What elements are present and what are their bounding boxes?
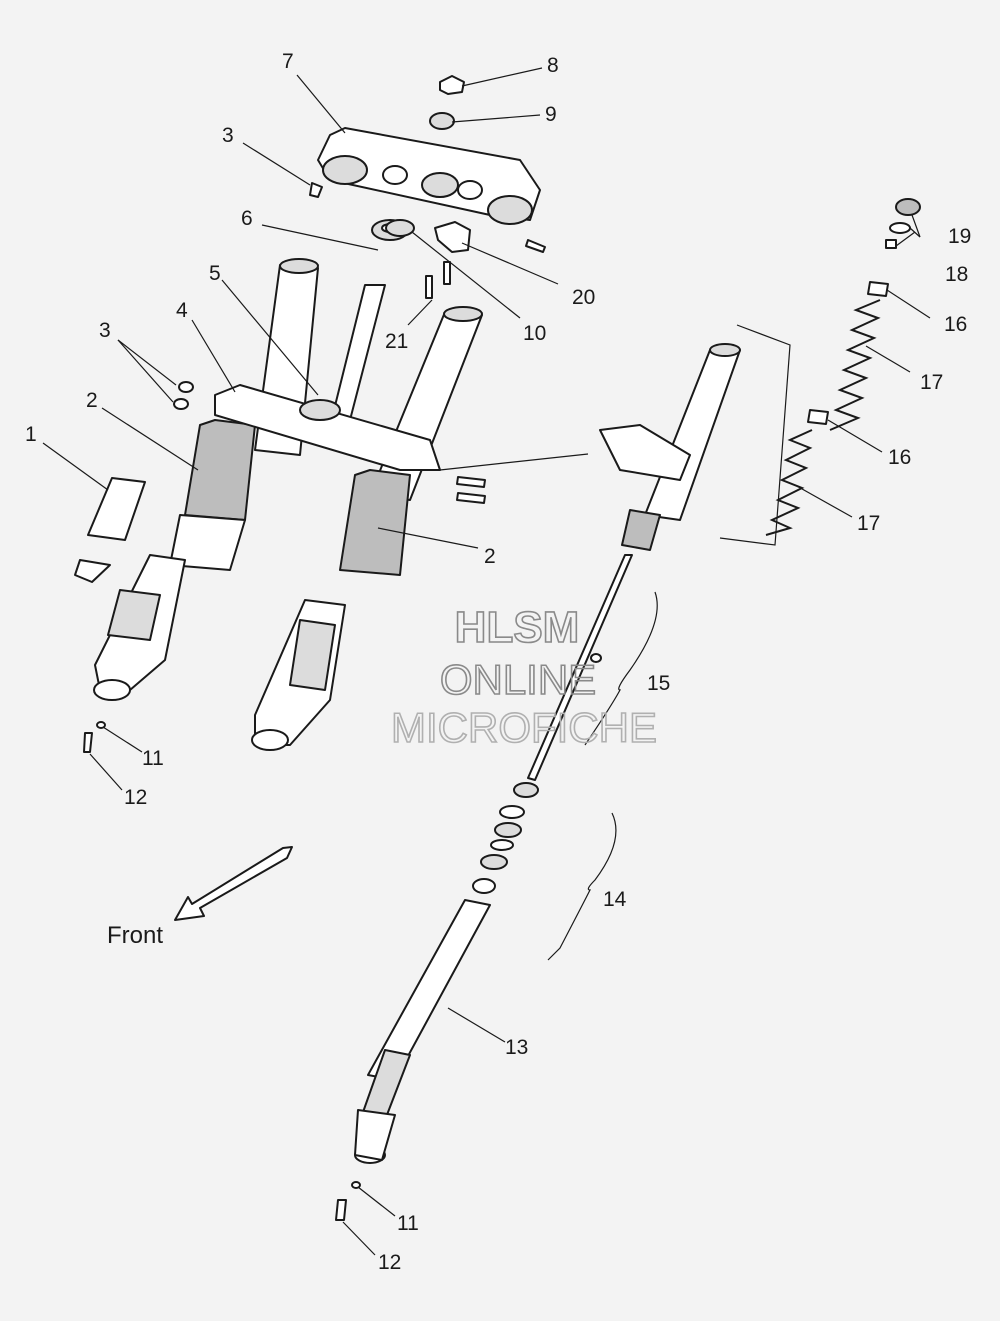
- seal-kit-14: [472, 782, 539, 894]
- exploded-fork-tube: [599, 343, 741, 551]
- bolts-3-left: [173, 381, 194, 410]
- callout-3-left: 3: [99, 319, 111, 342]
- reflector-1: [74, 477, 146, 583]
- callout-21: 21: [385, 330, 408, 353]
- front-arrow-icon: [174, 846, 293, 921]
- callout-labels: 1 2 2 3 3 4 5 6 7 8 9 10 11 11 12 12 13 …: [25, 50, 971, 1274]
- bolt-3-top: [309, 182, 323, 198]
- spring-17-lower: [765, 429, 813, 536]
- spacer-16-upper: [867, 281, 889, 297]
- callout-10: 10: [523, 322, 546, 345]
- callout-2-left: 2: [86, 389, 98, 412]
- brace-15: [584, 591, 658, 746]
- callout-20: 20: [572, 286, 595, 309]
- callout-16-upper: 16: [944, 313, 967, 336]
- spacer-16-lower: [807, 409, 829, 425]
- spring-17-upper: [829, 299, 881, 431]
- washer-9: [429, 112, 455, 130]
- callout-2-right: 2: [484, 545, 496, 568]
- callout-8: 8: [547, 54, 559, 77]
- callout-18: 18: [945, 263, 968, 286]
- callout-17-upper: 17: [920, 371, 943, 394]
- drain-screw-bottom: [335, 1181, 361, 1221]
- front-label: Front: [107, 922, 163, 949]
- watermark-line-2: ONLINE: [440, 656, 596, 703]
- callout-7: 7: [282, 50, 294, 73]
- clamp-20: [434, 221, 471, 253]
- nut-18: [885, 239, 897, 249]
- watermark-line-3: MICROFICHE: [391, 704, 657, 751]
- outer-slider-13: [354, 899, 491, 1164]
- callout-4: 4: [176, 299, 188, 322]
- callout-3-top: 3: [222, 124, 234, 147]
- callout-19: 19: [948, 225, 971, 248]
- callout-14: 14: [603, 888, 627, 911]
- upper-triple-clamp: [317, 127, 541, 225]
- leader-lines: [42, 67, 931, 1256]
- bolts-21: [425, 261, 451, 299]
- callout-1: 1: [25, 423, 37, 446]
- callout-5: 5: [209, 262, 221, 285]
- pinch-bolt: [525, 239, 546, 253]
- drain-screw-left: [83, 721, 106, 753]
- left-fork-tube: [169, 258, 319, 571]
- nut-8: [439, 75, 465, 95]
- callout-13: 13: [505, 1036, 528, 1059]
- spring-bracket: [719, 324, 791, 546]
- brace-14: [547, 812, 617, 961]
- bolts-pair: [456, 476, 486, 504]
- callout-9: 9: [545, 103, 557, 126]
- watermark: HLSM ONLINE MICROFICHE: [390, 602, 658, 752]
- fork-cap-19: [889, 198, 921, 234]
- watermark-line-1: HLSM: [455, 603, 580, 652]
- callout-12-bottom: 12: [378, 1251, 401, 1274]
- callout-17-lower: 17: [857, 512, 880, 535]
- bearing-10: [385, 219, 415, 237]
- callout-12-left: 12: [124, 786, 147, 809]
- steering-stem: [331, 284, 386, 421]
- callout-6: 6: [241, 207, 253, 230]
- callout-16-lower: 16: [888, 446, 911, 469]
- damper-rod-15: [527, 554, 633, 781]
- callout-15: 15: [647, 672, 670, 695]
- left-fork-slider: [93, 554, 186, 701]
- callout-11-left: 11: [142, 747, 164, 770]
- lower-triple-clamp-4: [214, 384, 441, 471]
- right-fork-slider: [251, 599, 346, 751]
- callout-11-bottom: 11: [397, 1212, 419, 1235]
